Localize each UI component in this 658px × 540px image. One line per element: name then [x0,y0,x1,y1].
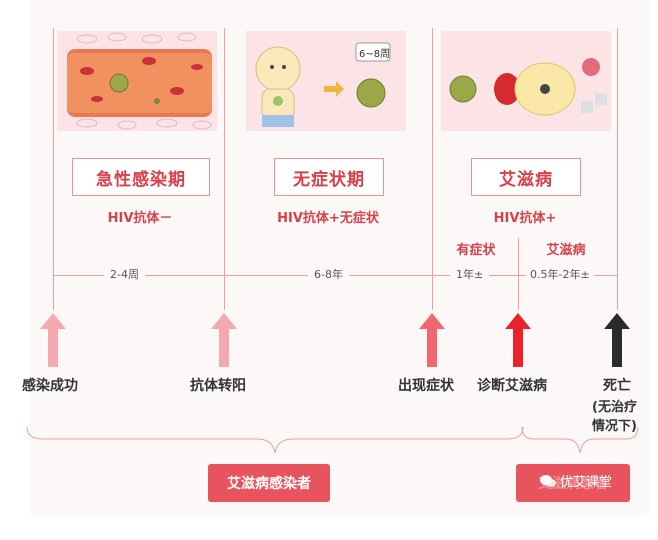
group-infected: 艾滋病感染者 [208,464,330,502]
watermark-text: 优艾课堂 [560,475,613,490]
group-patient-label: 艾滋病患者 [538,476,608,492]
arrow-up-icon [419,313,445,367]
stage-aids-label: 艾滋病 [499,169,553,190]
illustration-caption: 6~8周 [359,49,391,60]
wechat-icon [540,474,556,487]
phase-symptomatic: 有症状 [456,243,496,258]
stage-asymptomatic-label: 无症状期 [293,169,365,190]
duration-aids: 0.5年-2年± [526,266,594,282]
illustration-aids [441,31,611,131]
vline-infection [53,28,54,310]
vline-seroconversion [224,28,225,310]
aids-illustration [449,58,607,116]
event-seroconversion: 抗体转阳 [190,378,246,394]
status-aids: HIV抗体+ [493,211,557,226]
stage-acute-label: 急性感染期 [96,169,186,190]
stage-aids: 艾滋病 [471,158,581,196]
event-symptoms: 出现症状 [398,378,454,394]
stage-asymptomatic: 无症状期 [274,158,384,196]
status-acute: HIV抗体－ [107,211,173,226]
brace-patient [521,426,639,454]
arrow-up-icon [211,313,237,367]
brace-infected [26,426,524,454]
event-death: 死亡 [603,378,631,394]
duration-asymptomatic: 6-8年 [308,266,349,282]
cell-person-illustration [255,42,391,127]
vline-symptoms [432,28,433,310]
arrow-up-icon [40,313,66,367]
blood-vessel-illustration [67,32,212,130]
status-asymptomatic: HIV抗体+无症状 [277,211,379,226]
illustration-acute-infection [57,31,217,131]
death-note-line1: (无治疗 [592,400,637,415]
death-note-line2: 情况下) [592,419,637,434]
phase-aids: 艾滋病 [546,243,586,258]
duration-symptomatic: 1年± [450,266,490,282]
duration-acute: 2-4周 [104,266,145,282]
stage-acute: 急性感染期 [72,158,210,196]
arrow-up-icon [604,313,630,367]
vline-death [617,28,618,310]
event-infection: 感染成功 [22,378,78,394]
arrow-up-icon [505,313,531,367]
watermark: 优艾课堂 [540,471,612,490]
event-diagnosis: 诊断艾滋病 [477,378,547,394]
vline-diagnosis [518,238,519,310]
group-patient: 艾滋病患者 [516,464,630,502]
illustration-asymptomatic: 6~8周 [246,31,406,131]
group-infected-label: 艾滋病感染者 [227,476,311,492]
